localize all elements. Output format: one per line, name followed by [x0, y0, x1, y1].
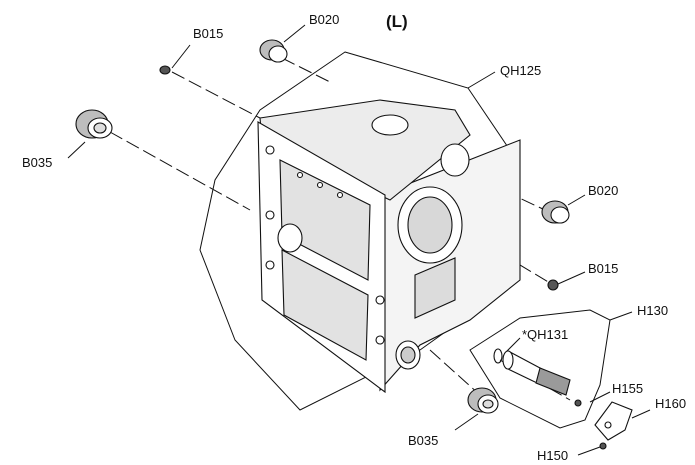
b035-bottom-part	[467, 387, 499, 414]
callout-h160: H160	[655, 396, 687, 411]
callout-h155: H155	[612, 381, 644, 396]
callout-leaders	[67, 24, 651, 456]
fittings	[75, 39, 633, 450]
qh131-part	[493, 348, 503, 364]
callout-qh125: QH125	[500, 63, 542, 78]
callout-h150: H150	[537, 448, 569, 463]
h130-group-outline	[469, 309, 611, 429]
b015-right-part	[547, 279, 559, 291]
b035-left-part	[75, 109, 113, 139]
housing-casting	[257, 99, 521, 394]
callout-b020-right: B020	[588, 183, 619, 198]
callout-b035-left: B035	[22, 155, 53, 170]
callout-b020-top: B020	[309, 12, 340, 27]
h155-part	[574, 399, 582, 407]
callout-b035-bottom: B035	[408, 433, 439, 448]
h150-part	[599, 442, 607, 450]
callout-b015-top: B015	[193, 26, 224, 41]
h130-part	[502, 350, 571, 396]
callout-b015-right: B015	[588, 261, 619, 276]
b015-top-part	[159, 65, 171, 75]
b020-top-part	[259, 39, 288, 63]
view-label: (L)	[386, 12, 408, 31]
callout-qh131: *QH131	[522, 327, 569, 342]
b020-right-part	[541, 200, 570, 224]
h160-part	[594, 401, 633, 441]
callout-h130: H130	[637, 303, 669, 318]
